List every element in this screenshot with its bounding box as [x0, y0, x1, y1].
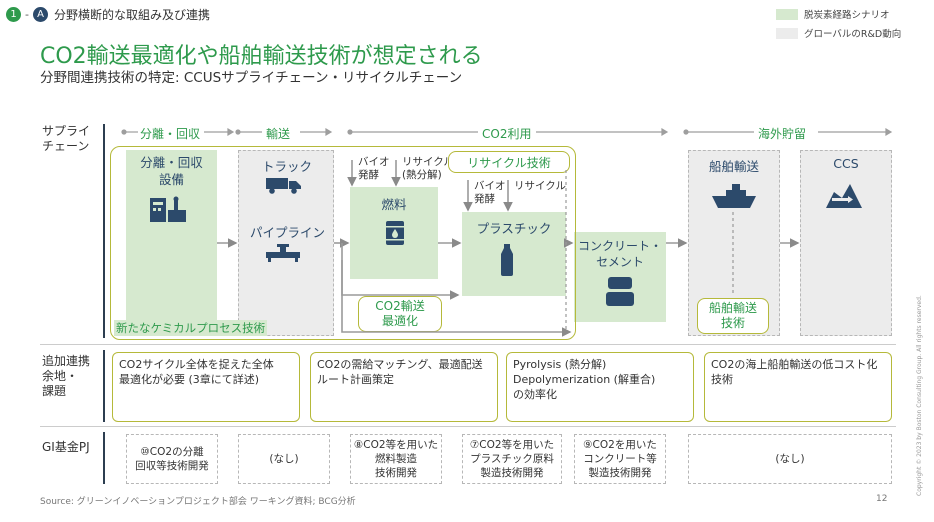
- ship-icon: [712, 184, 756, 208]
- page-title: CO2輸送最適化や船舶輸送技術が想定される: [40, 44, 483, 69]
- gi-project-box-6: (なし): [688, 434, 892, 484]
- plastic-label: プラスチック: [476, 221, 552, 236]
- barrel-icon: [386, 221, 404, 245]
- breadcrumb-separator: -: [25, 8, 29, 21]
- row-separator: [40, 344, 896, 345]
- row-header-supply-chain: サプライ チェーン: [42, 124, 91, 153]
- bio-fermentation-label-1: バイオ 発酵: [358, 156, 390, 181]
- concrete-label: コンクリート・ セメント: [577, 239, 662, 269]
- ship-transport-tech-box: 船舶輸送 技術: [697, 298, 769, 334]
- stage-header-lines: [121, 127, 893, 137]
- legend-label-scenario: 脱炭素経路シナリオ: [804, 10, 890, 21]
- additional-box-4: CO2の海上船舶輸送の低コスト化 技術: [704, 352, 892, 422]
- stage-label-utilization: CO2利用: [482, 127, 532, 141]
- recycle-label: リサイクル: [514, 180, 566, 192]
- ccs-box: [800, 150, 892, 336]
- capture-equipment-label: 分離・回収 設備: [140, 155, 203, 187]
- row-separator: [40, 426, 896, 427]
- legend: 脱炭素経路シナリオ グローバルのR&D動向: [776, 6, 901, 41]
- new-chemical-process-label: 新たなケミカルプロセス技術: [114, 320, 268, 336]
- cement-bags-icon: [606, 277, 634, 306]
- page-number: 12: [876, 494, 888, 504]
- divider-vertical: [103, 350, 105, 422]
- ship-transport-label: 船舶輸送: [708, 159, 759, 174]
- step-number-badge: 1: [6, 7, 21, 22]
- capture-equipment-box: [126, 150, 217, 335]
- legend-swatch-green: [776, 8, 798, 20]
- stage-label-transport: 輸送: [266, 127, 291, 141]
- step-letter-badge: A: [32, 7, 48, 22]
- row-header-additional: 追加連携 余地・ 課題: [42, 354, 91, 398]
- pipeline-label: パイプライン: [250, 225, 326, 240]
- recycle-pyrolysis-label: リサイクル (熱分解): [402, 156, 454, 181]
- additional-box-1: CO2サイクル全体を捉えた全体 最適化が必要 (3章にて詳述): [112, 352, 300, 422]
- copyright-vertical: Copyright © 2023 by Boston Consulting Gr…: [916, 295, 923, 496]
- bottle-icon: [501, 244, 513, 276]
- plastic-box: [462, 212, 566, 296]
- divider-vertical: [103, 432, 105, 484]
- gi-project-box-5: ⑨CO2を用いた コンクリート等 製造技術開発: [574, 434, 666, 484]
- row-header-gi: GI基金PJ: [42, 440, 90, 454]
- ccs-storage-icon: [826, 184, 862, 208]
- gi-project-box-1: ⑩CO2の分離 回収等技術開発: [126, 434, 218, 484]
- gi-project-box-3: ⑧CO2等を用いた 燃料製造 技術開発: [350, 434, 442, 484]
- additional-box-2: CO2の需給マッチング、最適配送 ルート計画策定: [310, 352, 498, 422]
- truck-label: トラック: [262, 159, 313, 174]
- co2-transport-optimization-box: CO2輸送 最適化: [358, 296, 442, 332]
- page-subtitle: 分野間連携技術の特定: CCUSサプライチェーン・リサイクルチェーン: [40, 70, 463, 86]
- stage-label-separation: 分離・回収: [140, 127, 201, 141]
- fuel-label: 燃料: [381, 197, 407, 212]
- gi-project-box-4: ⑦CO2等を用いた プラスチック原料 製造技術開発: [462, 434, 562, 484]
- pipeline-icon: [266, 244, 300, 262]
- stage-label-overseas: 海外貯留: [758, 127, 807, 141]
- gi-project-box-2: (なし): [238, 434, 330, 484]
- truck-icon: [266, 178, 301, 194]
- source-note: Source: グリーンイノベーションプロジェクト部会 ワーキング資料; BCG…: [40, 497, 356, 507]
- factory-icon: [150, 196, 186, 222]
- additional-box-3: Pyrolysis (熱分解) Depolymerization (解重合) の…: [506, 352, 694, 422]
- ccs-label: CCS: [833, 156, 859, 171]
- recycle-tech-box: リサイクル技術: [448, 151, 570, 173]
- legend-swatch-grey: [776, 27, 798, 39]
- breadcrumb-text: 分野横断的な取組み及び連携: [53, 8, 210, 22]
- legend-label-global: グローバルのR&D動向: [804, 29, 902, 40]
- new-chemical-process-frame: [110, 146, 576, 340]
- breadcrumb: 1 - A 分野横断的な取組み及び連携: [6, 6, 210, 23]
- divider-vertical: [103, 124, 105, 338]
- bio-fermentation-label-2: バイオ 発酵: [474, 180, 506, 205]
